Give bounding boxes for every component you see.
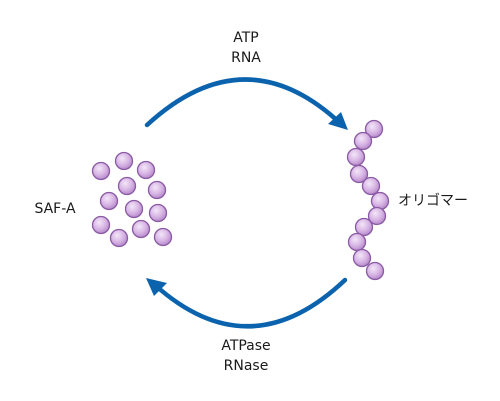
oligomer-bead — [352, 248, 372, 268]
reverse-arrow — [146, 277, 348, 329]
monomer-bead — [109, 228, 129, 248]
monomer-bead — [114, 151, 134, 171]
monomer-bead — [91, 161, 111, 181]
monomer-bead — [124, 199, 144, 219]
forward-label-atp: ATP — [233, 30, 258, 46]
oligomer-bead — [365, 261, 385, 281]
forward-arrow — [144, 77, 348, 130]
monomer-bead — [99, 191, 119, 211]
oligomer-bead — [353, 131, 373, 151]
monomer-bead — [136, 160, 156, 180]
monomer-bead — [153, 227, 173, 247]
oligomer-chain — [346, 119, 390, 281]
monomer-bead — [117, 176, 137, 196]
monomer-cluster — [91, 151, 173, 248]
reverse-label-rnase: RNase — [224, 358, 269, 374]
monomer-bead — [148, 203, 168, 223]
oligomer-bead — [354, 217, 374, 237]
forward-arrow-shaft — [144, 77, 343, 128]
oligomer-bead — [346, 147, 366, 167]
oligomer-bead — [370, 191, 390, 211]
oligomer-label: オリゴマー — [398, 192, 468, 209]
reverse-arrow-shaft — [152, 277, 348, 329]
saf-a-label: SAF-A — [34, 201, 76, 217]
oligomer-bead — [361, 176, 381, 196]
oligomer-bead — [367, 206, 387, 226]
monomer-bead — [147, 180, 167, 200]
oligomer-bead — [347, 232, 367, 252]
reverse-label-atpase: ATPase — [221, 338, 270, 354]
forward-label-rna: RNA — [231, 50, 261, 66]
oligomer-bead — [349, 164, 369, 184]
reverse-arrowhead-icon — [146, 278, 167, 296]
oligomer-bead — [364, 119, 384, 139]
monomer-bead — [131, 219, 151, 239]
forward-arrowhead-icon — [328, 112, 348, 130]
monomer-bead — [91, 215, 111, 235]
